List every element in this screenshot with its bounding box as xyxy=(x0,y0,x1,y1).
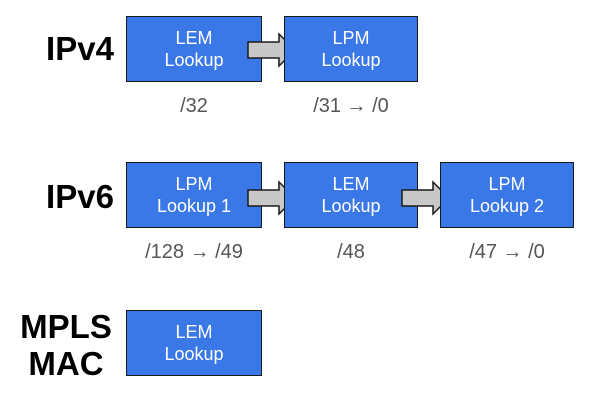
row-label-ipv4: IPv4 xyxy=(46,30,114,67)
ipv6-lpm-lookup-2-box: LPM Lookup 2 xyxy=(440,162,574,228)
mpls-mac-lem-lookup-box: LEM Lookup xyxy=(126,310,262,376)
box-line2: Lookup 1 xyxy=(156,196,232,216)
ipv6-lpm-lookup-1-box: LPM Lookup 1 xyxy=(126,162,262,228)
ipv6-lem-lookup-box: LEM Lookup xyxy=(284,162,418,228)
box-line2: Lookup xyxy=(164,50,224,70)
ipv6-lpm2-prefix: /47 → /0 xyxy=(469,241,545,263)
ipv4-lpm-prefix: /31 → /0 xyxy=(313,95,389,117)
box-line1: LPM xyxy=(488,174,526,194)
box-line1: LEM xyxy=(175,322,213,342)
ipv4-lpm-lookup-box: LPM Lookup xyxy=(284,16,418,82)
row-label-ipv6: IPv6 xyxy=(46,178,114,215)
row-label-mac: MAC xyxy=(28,345,104,382)
box-line1: LEM xyxy=(175,28,213,48)
ipv4-lem-lookup-box: LEM Lookup xyxy=(126,16,262,82)
box-line1: LPM xyxy=(332,28,370,48)
box-line1: LPM xyxy=(175,174,213,194)
box-line2: Lookup xyxy=(164,344,224,364)
box-line2: Lookup 2 xyxy=(469,196,545,216)
row-label-mpls-mac: MPLS MAC xyxy=(12,308,120,382)
box-line1: LEM xyxy=(332,174,370,194)
ipv6-lpm1-prefix: /128 → /49 xyxy=(145,241,243,263)
box-line2: Lookup xyxy=(321,50,381,70)
ipv6-lem-prefix: /48 xyxy=(337,241,365,263)
box-line2: Lookup xyxy=(321,196,381,216)
ipv4-lem-prefix: /32 xyxy=(180,95,208,117)
row-label-mpls: MPLS xyxy=(20,308,112,345)
